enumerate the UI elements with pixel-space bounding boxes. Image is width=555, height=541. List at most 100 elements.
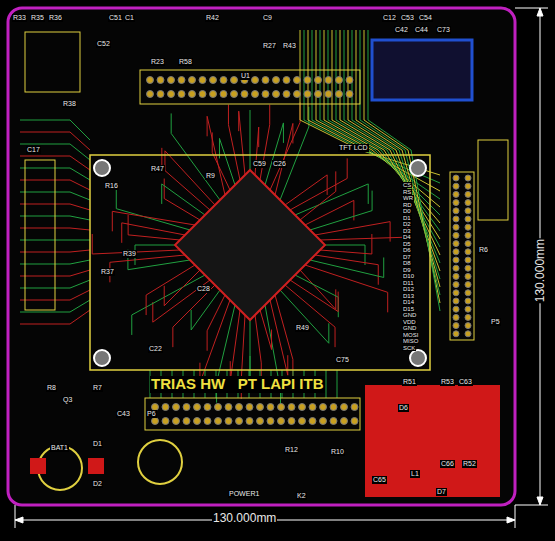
component-designator: R58	[178, 58, 193, 66]
pin-name: D9	[402, 267, 412, 273]
component-designator: R39	[122, 250, 137, 258]
component-designator: R10	[330, 448, 345, 456]
pin-name: D13	[402, 293, 415, 299]
component-designator: D2	[92, 480, 103, 488]
pin-name: D3	[402, 228, 412, 234]
component-designator: C52	[96, 40, 111, 48]
component-designator: K2	[296, 492, 307, 500]
component-designator: C26	[272, 160, 287, 168]
component-designator: C43	[116, 410, 131, 418]
pin-name: D14	[402, 299, 415, 305]
pin-name: D1	[402, 215, 412, 221]
battery-pad	[88, 458, 104, 474]
component-designator: R37	[100, 268, 115, 276]
component-designator: R8	[46, 384, 57, 392]
battery-outline	[138, 440, 182, 484]
component-designator: R9	[205, 172, 216, 180]
pin-name: VDD	[402, 319, 417, 325]
pin-name: SCK	[402, 345, 416, 351]
component-designator: C65	[372, 476, 387, 484]
component-designator: D6	[398, 404, 409, 412]
button-outline	[25, 160, 55, 310]
component-designator: P5	[490, 318, 501, 326]
component-designator: P6	[146, 410, 157, 418]
battery-pad	[30, 458, 46, 474]
component-designator: C66	[440, 460, 455, 468]
component-designator: C9	[262, 14, 273, 22]
component-designator: R47	[150, 165, 165, 173]
pin-name: D5	[402, 241, 412, 247]
component-designator: R35	[30, 14, 45, 22]
usb-outline	[478, 140, 508, 220]
component-designator: C17	[26, 146, 41, 154]
mounting-hole	[94, 160, 426, 366]
dimension-label: 130.000mm	[534, 237, 547, 302]
header-outline	[140, 70, 360, 104]
pin-name: D15	[402, 306, 415, 312]
component-designator: R12	[284, 446, 299, 454]
lcd-connector	[372, 40, 472, 100]
component-designator: R16	[104, 182, 119, 190]
pin-name: GND	[402, 325, 417, 331]
component-designator: R49	[295, 324, 310, 332]
component-designator: C59	[252, 160, 267, 168]
component-designator: R7	[92, 384, 103, 392]
component-designator: U1	[240, 72, 251, 80]
component-designator: R36	[48, 14, 63, 22]
header-pins	[147, 77, 472, 425]
component-designator: C53	[400, 14, 415, 22]
component-designator: R43	[282, 42, 297, 50]
component-designator: C42	[394, 26, 409, 34]
component-designator: R42	[205, 14, 220, 22]
pin-name: GND	[402, 312, 417, 318]
pin-name: D4	[402, 234, 412, 240]
mcu-chip	[175, 170, 325, 320]
header-outline	[145, 398, 360, 430]
pin-name: MISO	[402, 338, 419, 344]
component-designator: C75	[335, 356, 350, 364]
component-designator: TFT LCD	[338, 144, 369, 152]
pin-name: D11	[402, 280, 415, 286]
component-designator: BAT1	[50, 444, 69, 452]
component-designator: Q3	[62, 396, 73, 404]
component-designator: C73	[436, 26, 451, 34]
module-outline	[90, 155, 430, 370]
pin-name: D8	[402, 260, 412, 266]
component-designator: R23	[150, 58, 165, 66]
pin-name: D12	[402, 286, 415, 292]
component-designator: L1	[410, 470, 420, 478]
board-title: TRIAS HW PT LAPI ITB	[150, 376, 325, 393]
pin-name: MOSI	[402, 332, 419, 338]
component-designator: R52	[462, 460, 477, 468]
component-designator: C22	[148, 345, 163, 353]
header-outline	[450, 172, 474, 340]
copper-pour	[365, 385, 500, 497]
component-designator: C28	[196, 285, 211, 293]
pin-name: WR	[402, 195, 414, 201]
component-designator: C54	[418, 14, 433, 22]
component-designator: R51	[402, 378, 417, 386]
component-designator: D7	[436, 488, 447, 496]
pin-name: D0	[402, 208, 412, 214]
pin-name: D2	[402, 221, 412, 227]
pin-name: D7	[402, 254, 412, 260]
pin-name: CS	[402, 182, 412, 188]
pin-name: D6	[402, 247, 412, 253]
board-outline	[8, 8, 515, 505]
component-designator: D1	[92, 440, 103, 448]
component-designator: R33	[12, 14, 27, 22]
component-designator: C1	[124, 14, 135, 22]
pin-name: D10	[402, 273, 415, 279]
component-designator: R6	[478, 246, 489, 254]
component-designator: R38	[62, 100, 77, 108]
component-designator: C12	[382, 14, 397, 22]
component-designator: C51	[108, 14, 123, 22]
component-designator: C44	[414, 26, 429, 34]
pin-name: RS	[402, 189, 412, 195]
dimension-label: 130.000mm	[212, 512, 277, 525]
component-designator: R53	[440, 378, 455, 386]
connector-outline	[25, 32, 80, 92]
component-designator: R27	[262, 42, 277, 50]
dimension-line	[15, 8, 548, 528]
